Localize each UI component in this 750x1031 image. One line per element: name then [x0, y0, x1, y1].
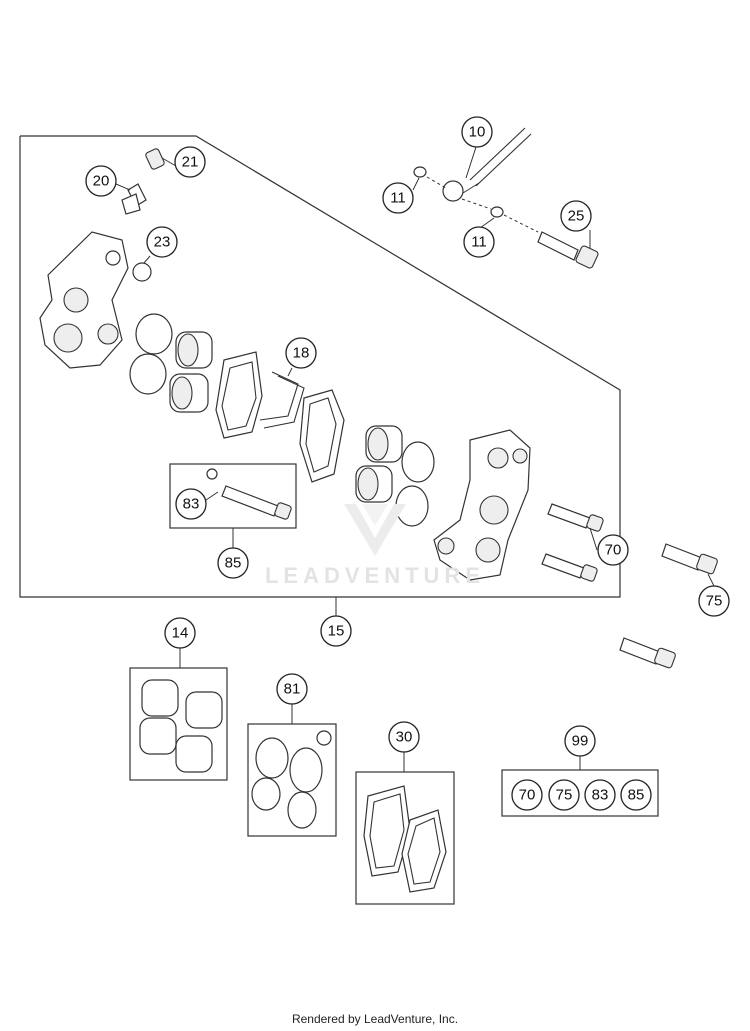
piston-part	[169, 331, 213, 413]
piston-seal-part-right	[395, 441, 435, 527]
callout-label: 25	[568, 208, 585, 225]
brake-pad-part-right	[299, 389, 345, 483]
piston-kit-parts	[139, 679, 223, 773]
callout-label: 23	[154, 234, 171, 251]
callout-83[interactable]: 83	[175, 488, 207, 520]
seal-kit-parts	[251, 730, 332, 829]
slide-pin-part	[221, 485, 292, 520]
callout-18[interactable]: 18	[285, 337, 317, 369]
callout-75[interactable]: 75	[698, 585, 730, 617]
pad-kit-box	[355, 771, 455, 905]
callout-20[interactable]: 20	[85, 165, 117, 197]
callout-30[interactable]: 30	[388, 721, 420, 753]
callout-label: 14	[172, 625, 189, 642]
mounting-bolt-part	[541, 503, 604, 582]
callout-81[interactable]: 81	[276, 673, 308, 705]
callout-label: 18	[293, 345, 310, 362]
caliper-bolt-part	[619, 543, 718, 669]
o-ring-part	[132, 262, 152, 282]
kit-callout-75[interactable]: 75	[548, 779, 580, 811]
callout-label: 83	[183, 496, 200, 513]
piston-seal-part	[129, 313, 173, 395]
callout-10[interactable]: 10	[461, 116, 493, 148]
pad-spring-part	[259, 371, 305, 429]
callout-label: 20	[93, 173, 110, 190]
callout-label: 99	[572, 733, 589, 750]
callout-label: 83	[592, 787, 609, 804]
callout-label: 10	[469, 124, 486, 141]
callout-label: 21	[182, 154, 199, 171]
callout-label: 70	[519, 787, 536, 804]
callout-label: 81	[284, 681, 301, 698]
callout-70[interactable]: 70	[597, 534, 629, 566]
pad-kit-parts	[363, 785, 447, 893]
caliper-half-left-part	[39, 231, 129, 369]
washer-part-upper	[413, 166, 427, 178]
callout-11-upper[interactable]: 11	[382, 182, 414, 214]
callout-99[interactable]: 99	[564, 725, 596, 757]
footer-credit: Rendered by LeadVenture, Inc.	[291, 1012, 459, 1026]
banjo-bolt-part	[426, 176, 599, 269]
piston-kit-box	[129, 667, 228, 781]
callout-15[interactable]: 15	[320, 615, 352, 647]
kit-callout-70[interactable]: 70	[511, 779, 543, 811]
callout-11-lower[interactable]: 11	[463, 226, 495, 258]
callout-85[interactable]: 85	[217, 547, 249, 579]
callout-label: 15	[328, 623, 345, 640]
piston-part-right	[355, 425, 403, 503]
bleeder-screw-part	[121, 183, 147, 215]
callout-21[interactable]: 21	[174, 146, 206, 178]
callout-25[interactable]: 25	[560, 200, 592, 232]
bleeder-cap-part	[145, 148, 165, 170]
callout-23[interactable]: 23	[146, 226, 178, 258]
callout-label: 70	[605, 542, 622, 559]
brake-pad-part	[215, 351, 263, 439]
kit-callout-83[interactable]: 83	[584, 779, 616, 811]
callout-label: 30	[396, 729, 413, 746]
callout-label: 85	[628, 787, 645, 804]
retaining-clip-part	[206, 468, 218, 480]
callout-label: 85	[225, 555, 242, 572]
watermark-text: LEADVENTURE	[264, 563, 485, 588]
callout-label: 11	[471, 234, 487, 251]
callout-label: 11	[390, 190, 406, 207]
callout-label: 75	[556, 787, 573, 804]
caliper-half-right-part	[433, 429, 531, 581]
kit-callout-85[interactable]: 85	[620, 779, 652, 811]
assembly-outline	[19, 135, 621, 598]
leadventure-logo-icon	[344, 504, 406, 556]
callout-label: 75	[706, 593, 723, 610]
callout-14[interactable]: 14	[164, 617, 196, 649]
washer-part-lower	[490, 206, 504, 218]
brake-hose-part	[442, 127, 532, 202]
